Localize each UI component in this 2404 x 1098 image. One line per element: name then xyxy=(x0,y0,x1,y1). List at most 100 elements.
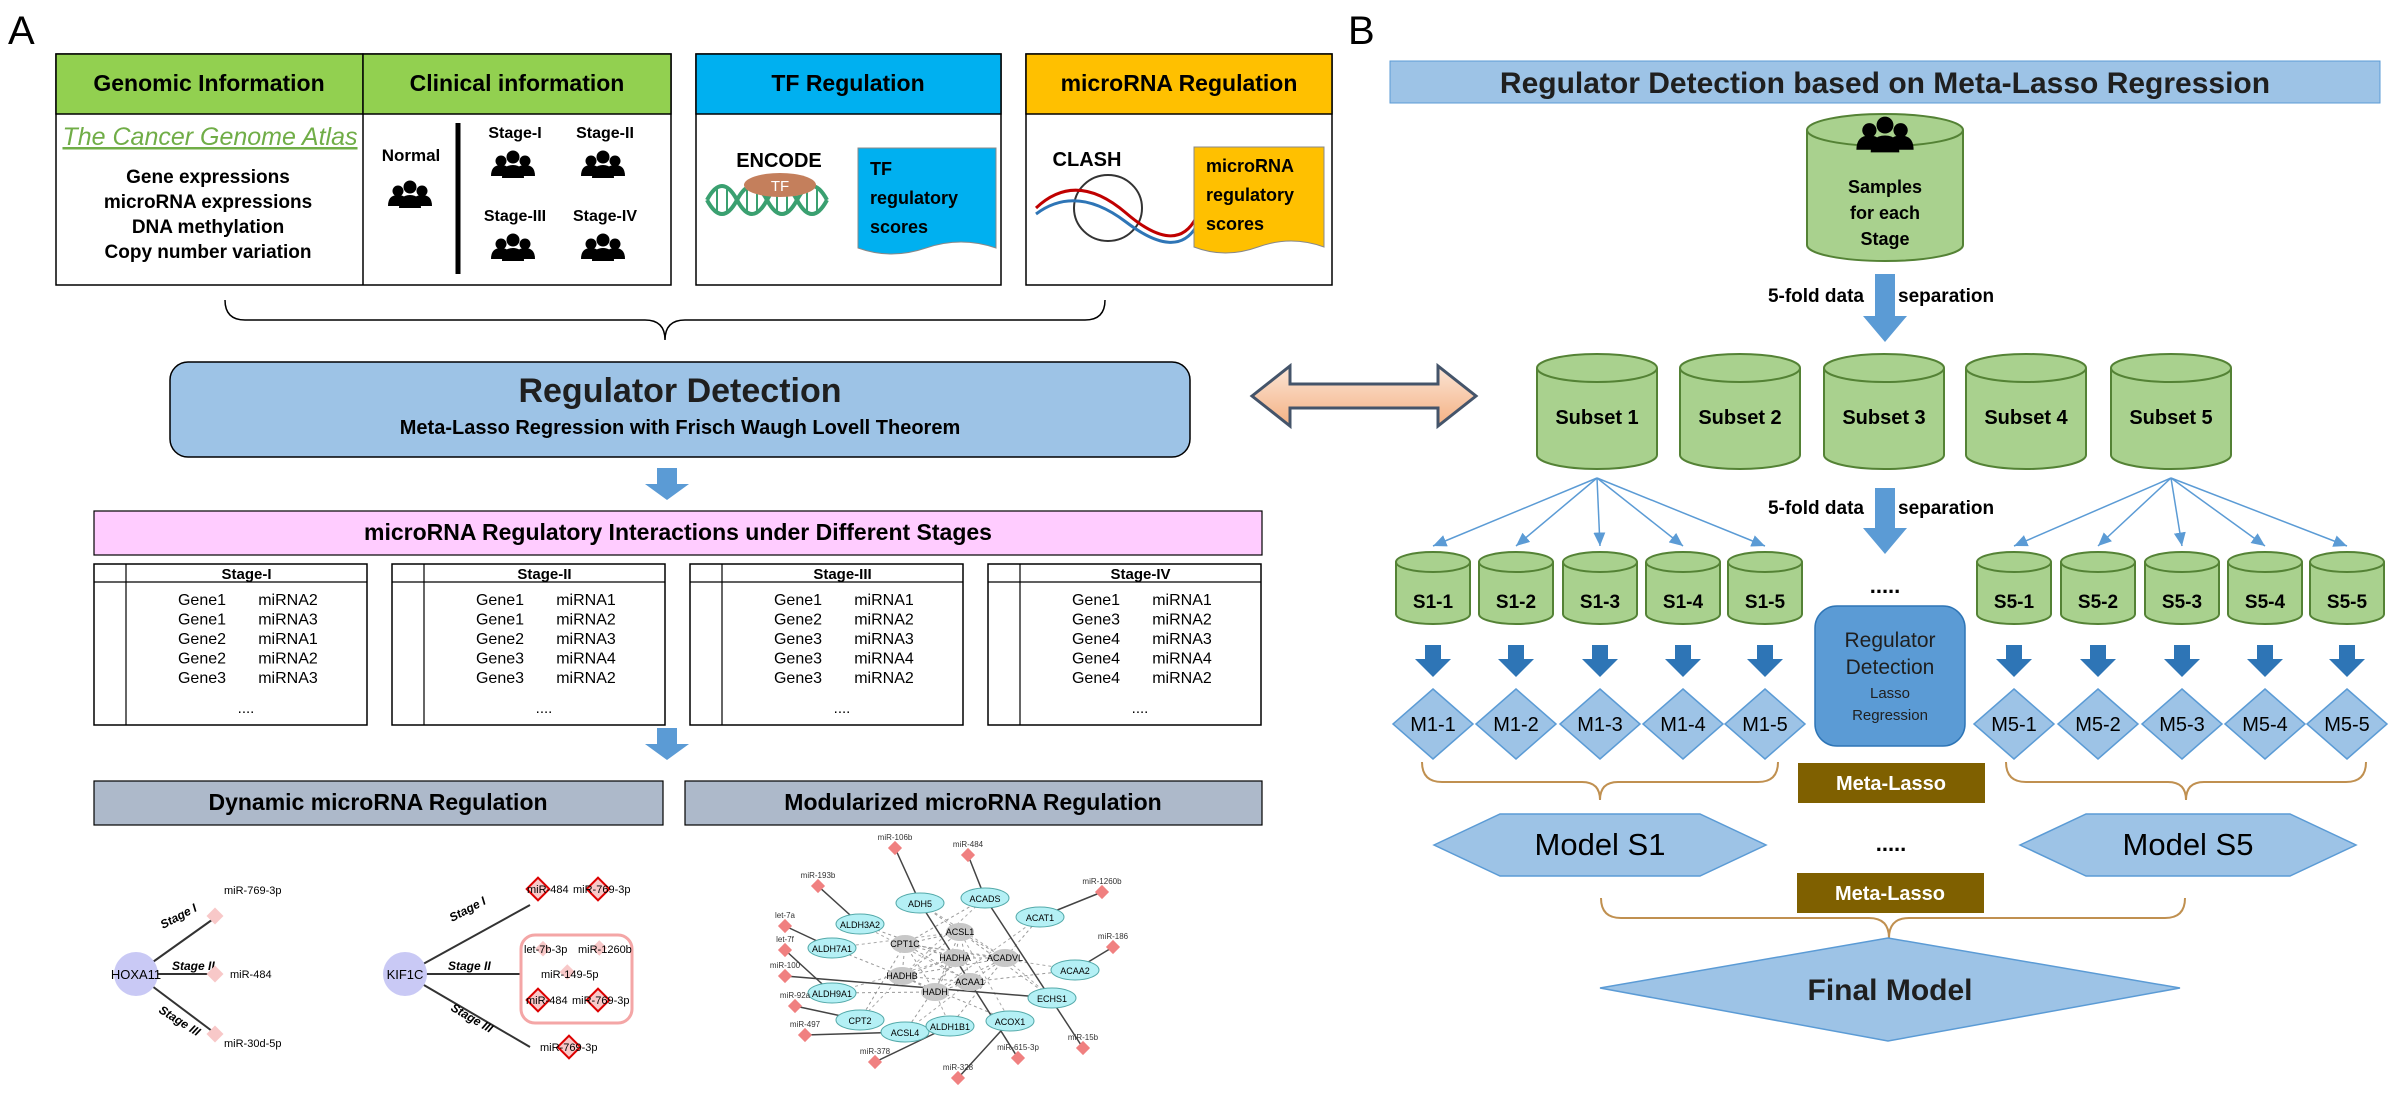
stage-table xyxy=(391,563,666,726)
module-mirna-label: let-7f xyxy=(776,935,795,944)
modular-title: Modularized microRNA Regulation xyxy=(784,789,1161,815)
clinical-title: Clinical information xyxy=(410,70,625,96)
module-inner-gene xyxy=(941,949,969,967)
model-s1-label: Model S1 xyxy=(1535,827,1666,862)
dots-top: ..... xyxy=(1870,573,1901,598)
module-mirna-label: miR-92a xyxy=(780,991,811,1000)
mirna-scores-line3: scores xyxy=(1206,214,1264,234)
stage-table-gene: Gene4 xyxy=(1072,670,1120,687)
module-mirna-label: miR-1260b xyxy=(1082,877,1122,886)
fold-cylinder xyxy=(2227,562,2303,625)
module-gene-label: ACADS xyxy=(969,894,1000,904)
module-mirna xyxy=(777,942,793,958)
module-gene xyxy=(985,1010,1035,1032)
dots-bottom: ..... xyxy=(1876,831,1907,856)
stage-table-mirna: miRNA3 xyxy=(556,631,616,648)
hoxa11-edge-1: Stage I xyxy=(158,901,200,932)
module-inner-gene-label: HADHA xyxy=(939,953,971,963)
stage-table-mirna: miRNA2 xyxy=(258,651,318,668)
hoxa11-network: HOXA11 Stage I Stage II Stage III miR-76… xyxy=(111,885,282,1050)
model-diamond-label: M5-3 xyxy=(2159,714,2205,736)
module-mirna-label: miR-15b xyxy=(1068,1033,1099,1042)
fold-cylinder xyxy=(1478,562,1554,625)
module-mirna-label: miR-186 xyxy=(1098,932,1129,941)
module-mirna-label: miR-497 xyxy=(790,1020,821,1029)
reg-box-line1: Regulator xyxy=(1844,629,1935,652)
stage-table-mirna: miRNA3 xyxy=(258,612,318,629)
hoxa11-gene: HOXA11 xyxy=(111,967,161,982)
fanout-arrow xyxy=(1593,477,1606,547)
tf-scores-shape xyxy=(857,147,997,255)
stage-table-gene: Gene4 xyxy=(1072,631,1120,648)
stage-table-gene: Gene3 xyxy=(774,670,822,687)
module-mirna xyxy=(777,918,793,934)
module-mirna xyxy=(1094,884,1110,900)
sep-arrow-2 xyxy=(1863,488,1907,554)
stage-table-mirna: miRNA1 xyxy=(258,631,318,648)
clash-label: CLASH xyxy=(1053,149,1122,171)
fold-down-arrow xyxy=(2329,645,2365,677)
fold-down-arrow xyxy=(1665,645,1701,677)
stage-table-header: Stage-III xyxy=(813,566,871,583)
fanout-arrow xyxy=(2170,477,2186,547)
model-diamond xyxy=(2140,688,2224,760)
regulator-lasso-box xyxy=(1814,605,1966,747)
subset-cylinder xyxy=(1679,368,1801,470)
module-gene-label: ALDH3A2 xyxy=(840,920,880,930)
module-gene xyxy=(1015,906,1065,928)
stage-table-gene: Gene2 xyxy=(476,631,524,648)
meta-lasso-label-1: Meta-Lasso xyxy=(1836,773,1946,795)
fold-label: S5-1 xyxy=(1994,592,2035,613)
mirna-reg-title: microRNA Regulation xyxy=(1061,70,1298,96)
samples-cylinder: Samples for each Stage xyxy=(1806,113,1964,262)
module-inner-gene-label: ACADVL xyxy=(987,953,1023,963)
stage-table-gene: Gene3 xyxy=(178,670,226,687)
stage-table-mirna: miRNA3 xyxy=(258,670,318,687)
hoxa11-target-3: miR-30d-5p xyxy=(224,1038,281,1050)
sep-label-2a: 5-fold data xyxy=(1768,498,1864,519)
stage-table-mirna: miRNA2 xyxy=(1152,670,1212,687)
subset-label: Subset 4 xyxy=(1984,407,2068,429)
module-inner-gene xyxy=(891,935,919,953)
fold-label: S1-4 xyxy=(1663,592,1704,613)
tf-scores-line1: TF xyxy=(870,159,892,179)
subset-label: Subset 1 xyxy=(1555,407,1638,429)
model-diamond-label: M5-2 xyxy=(2075,714,2121,736)
module-mirna-label: let-7a xyxy=(775,911,796,920)
model-diamond-label: M1-1 xyxy=(1410,714,1456,736)
fanout-arrows xyxy=(1432,477,2348,547)
model-diamond xyxy=(1474,688,1558,760)
module-mirna-label: miR-193b xyxy=(801,871,836,880)
stage-table-mirna: miRNA2 xyxy=(854,670,914,687)
module-gene-label: ACAA2 xyxy=(1060,966,1090,976)
module-mirna-label: miR-484 xyxy=(953,840,984,849)
stage-table xyxy=(93,563,368,726)
down-arrow-1 xyxy=(645,468,689,500)
clash-icon xyxy=(1034,174,1198,244)
model-diamond-label: M1-5 xyxy=(1742,714,1788,736)
meta-lasso-label-2: Meta-Lasso xyxy=(1835,883,1945,905)
reg-box-line2: Detection xyxy=(1846,656,1935,679)
fanout-arrow xyxy=(1596,477,1684,547)
fold-label: S5-2 xyxy=(2078,592,2118,613)
stage-table xyxy=(987,563,1262,726)
module-gene xyxy=(835,1009,885,1031)
fold-down-arrow xyxy=(1498,645,1534,677)
genomic-item-2: microRNA expressions xyxy=(104,192,312,213)
panel-label-a: A xyxy=(8,9,35,53)
fold-cylinder xyxy=(2060,562,2136,625)
model-diamond xyxy=(2223,688,2307,760)
module-mirna xyxy=(797,1027,813,1043)
stage-iv-label: Stage-IV xyxy=(573,208,637,225)
hoxa11-target-2: miR-484 xyxy=(230,969,272,981)
fold-down-arrow xyxy=(1582,645,1618,677)
final-model-shape xyxy=(1599,937,2181,1042)
brace-m5 xyxy=(2005,761,2367,801)
module-gene-label: ADH5 xyxy=(908,899,932,909)
kif1c-target-mid-1: let-7b-3p xyxy=(524,944,567,956)
stage-table-gene: Gene3 xyxy=(1072,612,1120,629)
encode-label: ENCODE xyxy=(736,150,822,172)
kif1c-target-bottom: miR-769-3p xyxy=(540,1042,597,1054)
